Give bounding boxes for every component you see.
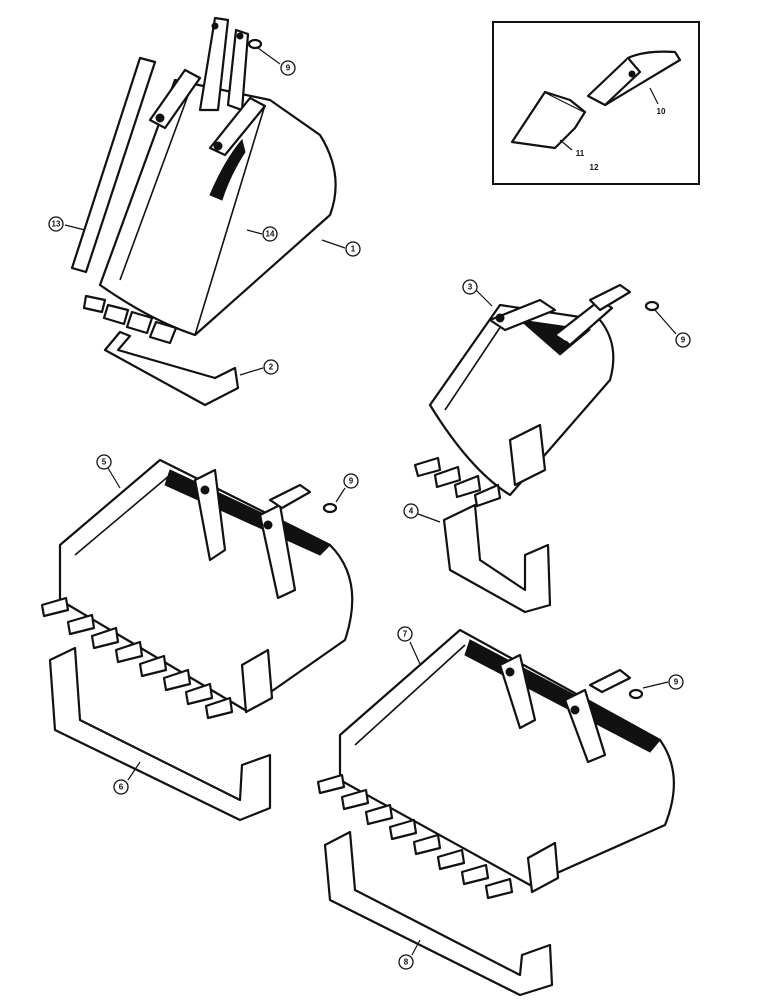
label-11: 11 [576,149,585,158]
callout-9-a-label: 9 [286,64,291,73]
callout-9-a: 9 [280,60,296,76]
bucket-1-teeth [82,294,178,345]
adapter-part [510,90,587,150]
inset-tooth-detail [492,21,700,185]
callout-14: 14 [262,226,278,242]
callout-2-label: 2 [269,363,274,372]
callout-9-c-label: 9 [349,477,354,486]
tooth-guard-8 [323,830,554,997]
callout-1: 1 [345,241,361,257]
callout-6-a-label: 6 [119,783,124,792]
callout-4: 4 [403,503,419,519]
callout-9-c: 9 [343,473,359,489]
callout-1-label: 1 [351,245,356,254]
tooth-guard-2 [103,330,240,407]
label-12: 12 [590,163,599,172]
callout-6-b: 8 [398,954,414,970]
side-cutter-13 [70,56,157,274]
tooth-guard-6 [48,646,272,822]
callout-9-b-label: 9 [681,336,686,345]
callout-13-label: 13 [52,220,61,229]
bucket-7 [316,628,675,997]
bucket-5-teeth [40,596,234,720]
callout-9-d: 9 [668,674,684,690]
tooth-part [586,50,682,107]
callout-4-label: 4 [409,507,414,516]
callout-6-a: 6 [113,779,129,795]
tooth-guard-4 [442,503,552,614]
callout-7: 7 [397,626,413,642]
callout-3: 3 [462,279,478,295]
bucket-1 [70,16,337,407]
callout-9-b: 9 [675,332,691,348]
bucket-5 [40,458,354,822]
bucket-3 [413,283,660,614]
callout-9-d-label: 9 [674,678,679,687]
callout-2: 2 [263,359,279,375]
callout-13: 13 [48,216,64,232]
callout-6-b-label: 8 [404,958,409,967]
bucket-7-teeth [316,773,514,900]
callout-5: 5 [96,454,112,470]
callout-14-label: 14 [266,230,275,239]
callout-7-label: 7 [403,630,408,639]
callout-3-label: 3 [468,283,473,292]
leader-lines [64,47,677,956]
bucket-3-teeth [413,456,502,508]
label-10: 10 [657,107,666,116]
callout-5-label: 5 [102,458,107,467]
